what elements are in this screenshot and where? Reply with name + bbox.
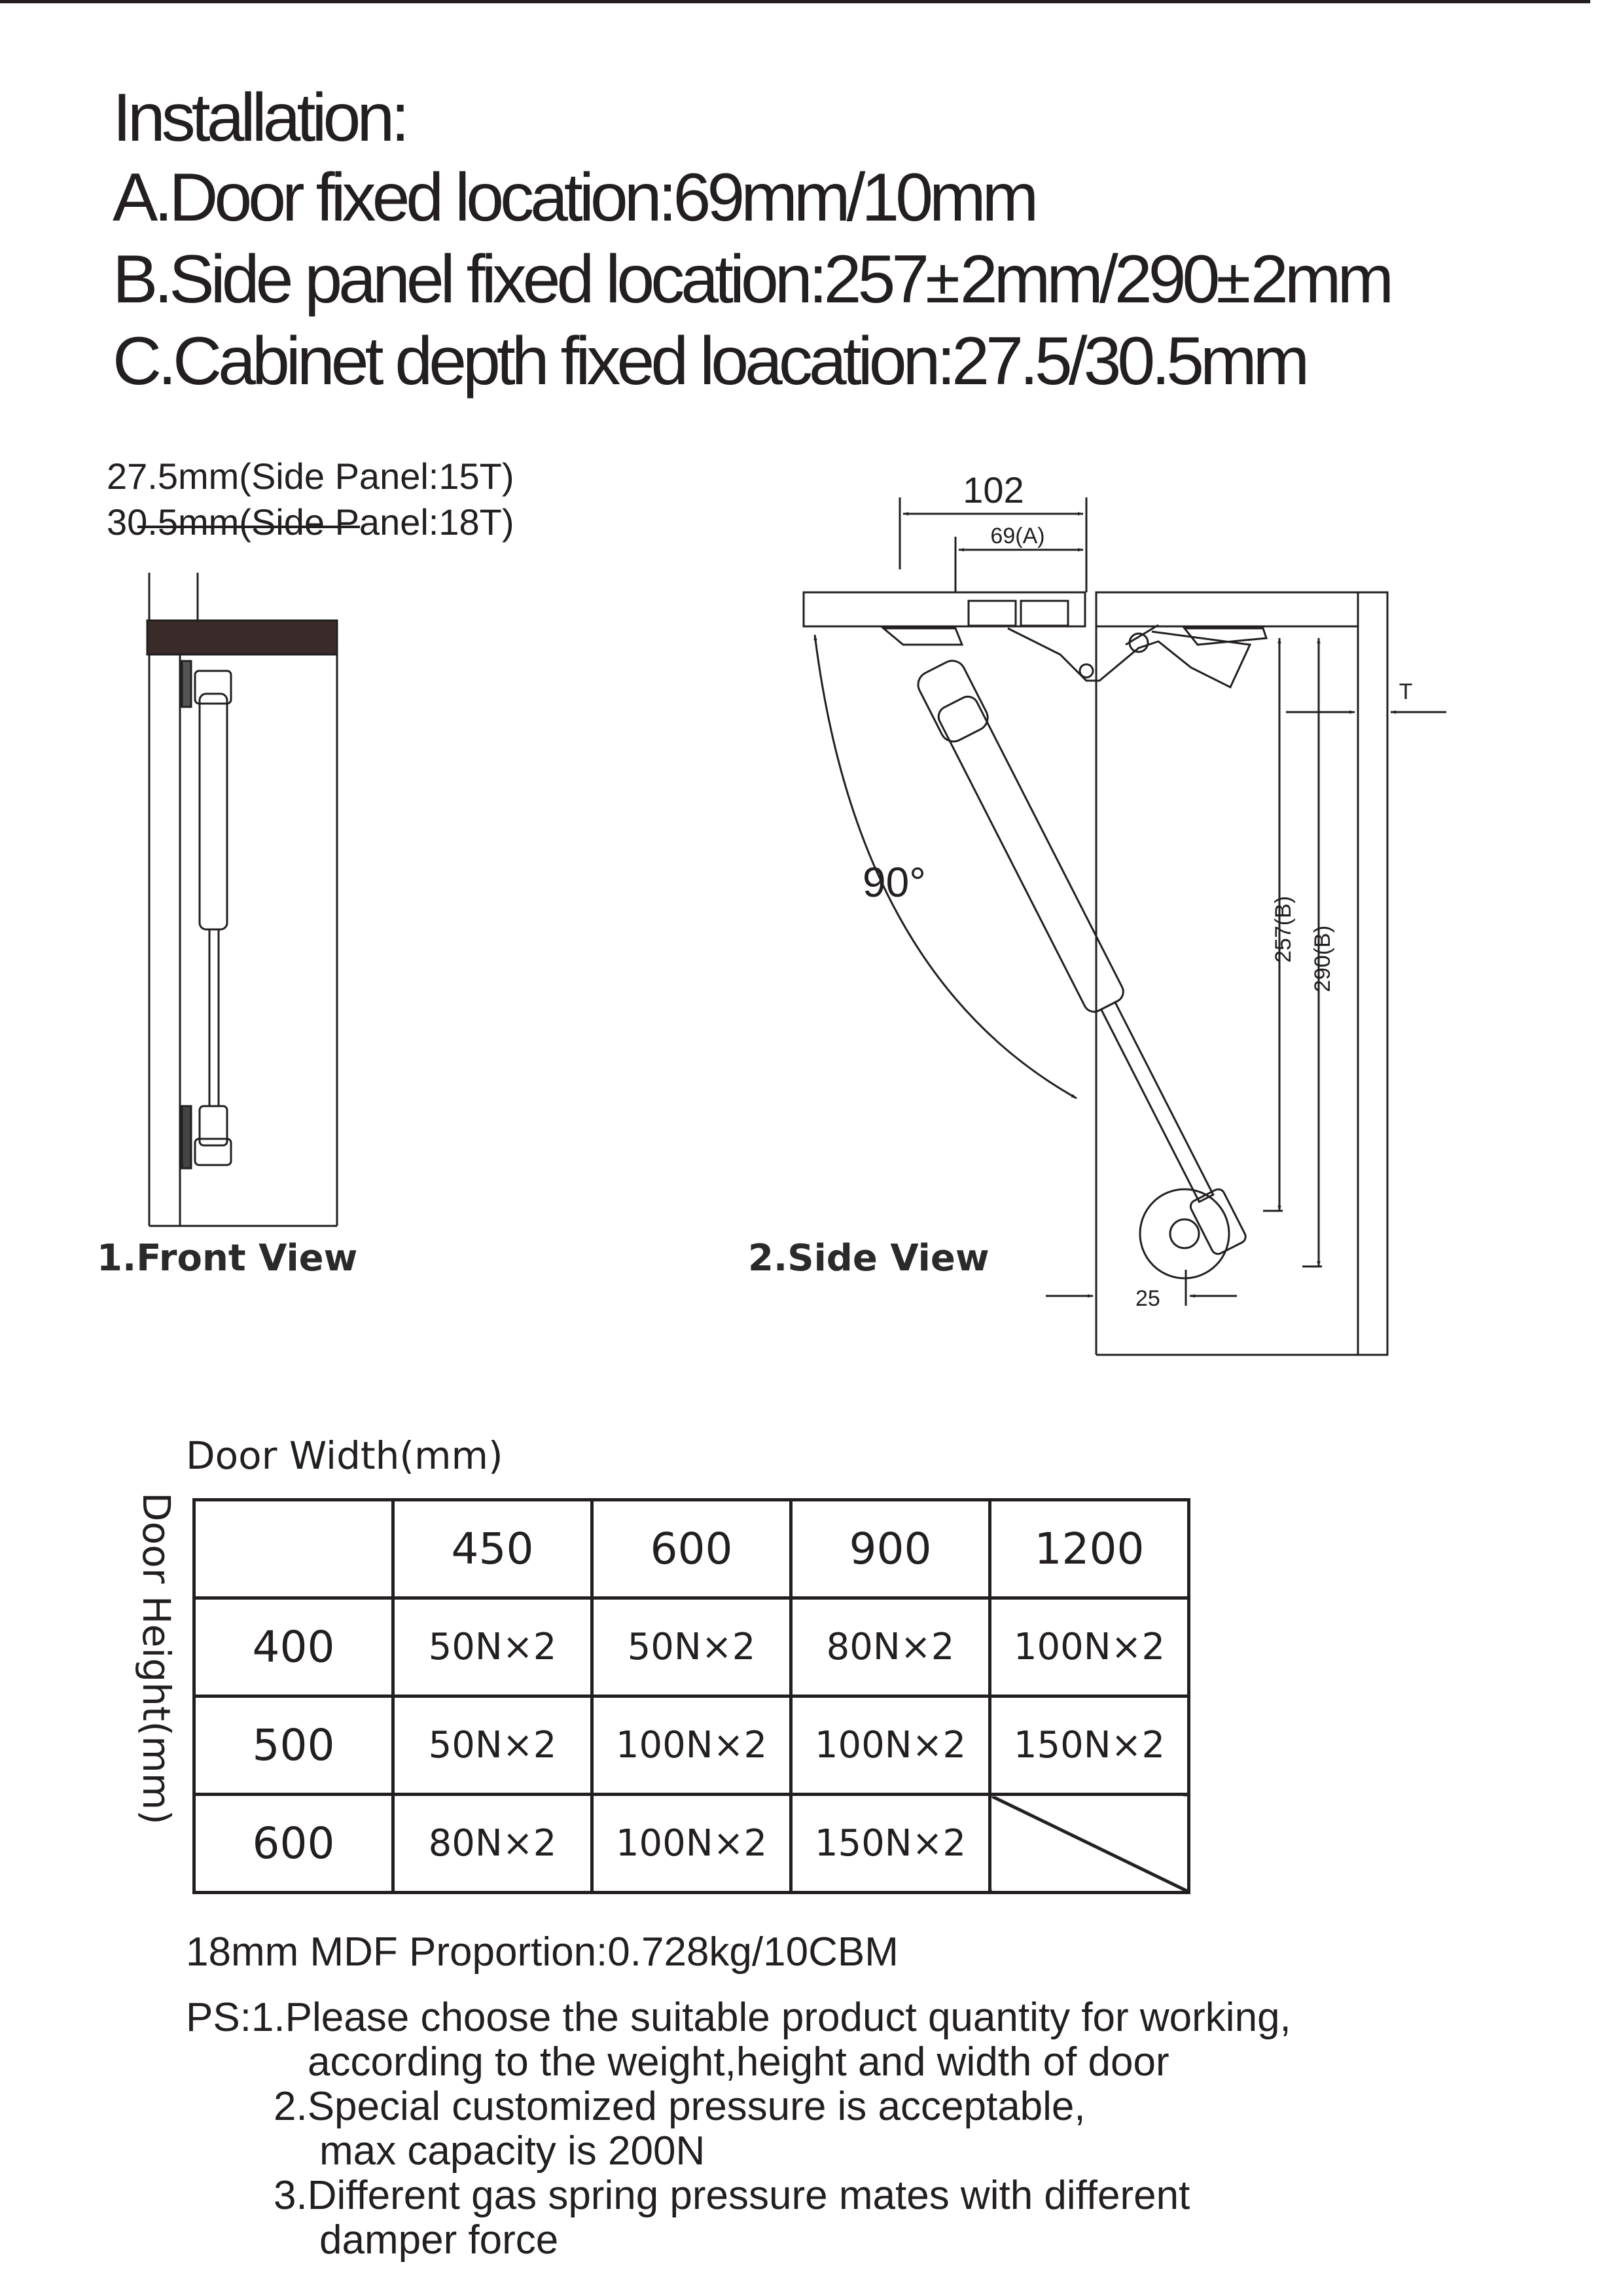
- line-b-part-2: 2mm/290: [959, 242, 1221, 317]
- dim-102-label: 102: [963, 469, 1024, 511]
- upper-mount: [194, 670, 232, 705]
- gas-spring-cylinder: [198, 692, 228, 931]
- ps-note-3-cont: damper force: [319, 2217, 559, 2263]
- upper-bracket: [181, 660, 192, 708]
- ps-note-3: 3.Different gas spring pressure mates wi…: [274, 2173, 1190, 2218]
- lower-bracket: [181, 1105, 192, 1170]
- front-view-caption: 1.Front View: [97, 1237, 358, 1280]
- side-view-drawing: [802, 497, 1446, 1356]
- height-header-cell: 600: [192, 1793, 395, 1894]
- side-view-labels: 102 69(A) 90° 257(B) 290(B) T 25: [863, 469, 1412, 1311]
- hinge-lever: [1125, 624, 1159, 646]
- line-b-part-1: B.Side panel fixed location:257: [113, 242, 929, 317]
- width-header-cell: 450: [391, 1498, 594, 1600]
- front-view-drawing: [137, 526, 360, 1227]
- installation-line-a: A.Door fixed location:69mm/10mm: [113, 160, 1039, 236]
- gas-spring-side: [917, 660, 1247, 1255]
- dim-69a-label: 69(A): [990, 524, 1044, 548]
- door-height-axis-label: Door Height(mm): [134, 1492, 179, 1825]
- pressure-cell: 150N×2: [988, 1695, 1190, 1796]
- table-row: 400 50N×2 50N×2 80N×2 100N×2: [192, 1596, 1190, 1698]
- height-header-cell: 500: [192, 1695, 395, 1796]
- pressure-cell: 100N×2: [590, 1695, 793, 1796]
- lower-mount: [194, 1138, 232, 1166]
- pressure-cell: 100N×2: [789, 1695, 991, 1796]
- width-header-cell: 1200: [988, 1498, 1190, 1600]
- top-rule: [0, 0, 1590, 3]
- opening-angle-arc: [813, 634, 1077, 1100]
- mdf-proportion-note: 18mm MDF Proportion:0.728kg/10CBM: [186, 1929, 899, 1975]
- pressure-cell: 80N×2: [789, 1596, 991, 1698]
- pivot-pin: [1079, 663, 1094, 679]
- height-header-cell: 400: [192, 1596, 395, 1698]
- spring-cylinder: [937, 695, 1124, 1013]
- ps-note-2-cont: max capacity is 200N: [319, 2128, 705, 2174]
- pressure-cell: 50N×2: [391, 1596, 594, 1698]
- front-dim-18t: 30.5mm(Side Panel:18T): [107, 501, 514, 543]
- spring-bottom-end: [1189, 1188, 1247, 1255]
- spring-top-end: [917, 660, 989, 743]
- door-width-axis-label: Door Width(mm): [186, 1433, 503, 1478]
- plus-minus-sign: ±: [925, 246, 960, 316]
- cabinet-top: [1095, 591, 1359, 628]
- table-row: 600 80N×2 100N×2 150N×2: [192, 1793, 1190, 1894]
- pressure-cell: 100N×2: [988, 1596, 1190, 1698]
- lower-pivot-center: [1169, 1218, 1200, 1249]
- pressure-cell: 150N×2: [789, 1793, 991, 1894]
- pressure-cell: 100N×2: [590, 1793, 793, 1894]
- dim-257b-label: 257(B): [1271, 896, 1296, 963]
- gas-spring-rod: [208, 928, 220, 1107]
- ps-note-1: PS:1.Please choose the suitable product …: [186, 1995, 1291, 2040]
- pressure-cell: 50N×2: [391, 1695, 594, 1796]
- lower-rod-end: [198, 1105, 228, 1147]
- side-view-caption: 2.Side View: [748, 1237, 990, 1280]
- cabinet-side-panel: [1357, 591, 1389, 1356]
- plus-minus-sign: ±: [1216, 246, 1251, 316]
- lower-pivot-disc: [1139, 1188, 1230, 1280]
- width-header-cell: 900: [789, 1498, 991, 1600]
- installation-line-b: B.Side panel fixed location:257±2mm/290±…: [113, 242, 1394, 317]
- door-bracket: [880, 627, 964, 646]
- ps-note-2: 2.Special customized pressure is accepta…: [274, 2084, 1086, 2129]
- front-dim-15t: 27.5mm(Side Panel:15T): [107, 456, 514, 497]
- table-header-row: 450 600 900 1200: [192, 1498, 1190, 1600]
- table-corner-cell: [192, 1498, 395, 1600]
- installation-title: Installation:: [113, 80, 410, 156]
- dim-t-label: T: [1399, 679, 1413, 704]
- pressure-table: 450 600 900 1200 400 50N×2 50N×2 80N×2 1…: [192, 1498, 1190, 1894]
- dim-25-label: 25: [1135, 1286, 1160, 1311]
- pressure-cell: 80N×2: [391, 1793, 594, 1894]
- spring-rod: [1099, 1001, 1215, 1204]
- empty-diagonal-cell: [988, 1793, 1190, 1894]
- dim-290b-label: 290(B): [1310, 925, 1335, 992]
- line-b-part-3: 2mm: [1251, 242, 1394, 317]
- installation-line-c: C.Cabinet depth fixed loacation:27.5/30.…: [113, 323, 1310, 399]
- width-header-cell: 600: [590, 1498, 793, 1600]
- ps-note-1-cont: according to the weight,height and width…: [308, 2039, 1169, 2085]
- hinge-cup: [967, 600, 1017, 627]
- door-panel: [802, 591, 1086, 628]
- hinge-arm: [1182, 627, 1268, 646]
- pressure-cell: 50N×2: [590, 1596, 793, 1698]
- angle-label: 90°: [863, 859, 926, 906]
- hinge-linkage: [1007, 627, 1252, 689]
- door-panel-top: [146, 619, 338, 656]
- hinge-cup: [1020, 600, 1069, 627]
- table-row: 500 50N×2 100N×2 100N×2 150N×2: [192, 1695, 1190, 1796]
